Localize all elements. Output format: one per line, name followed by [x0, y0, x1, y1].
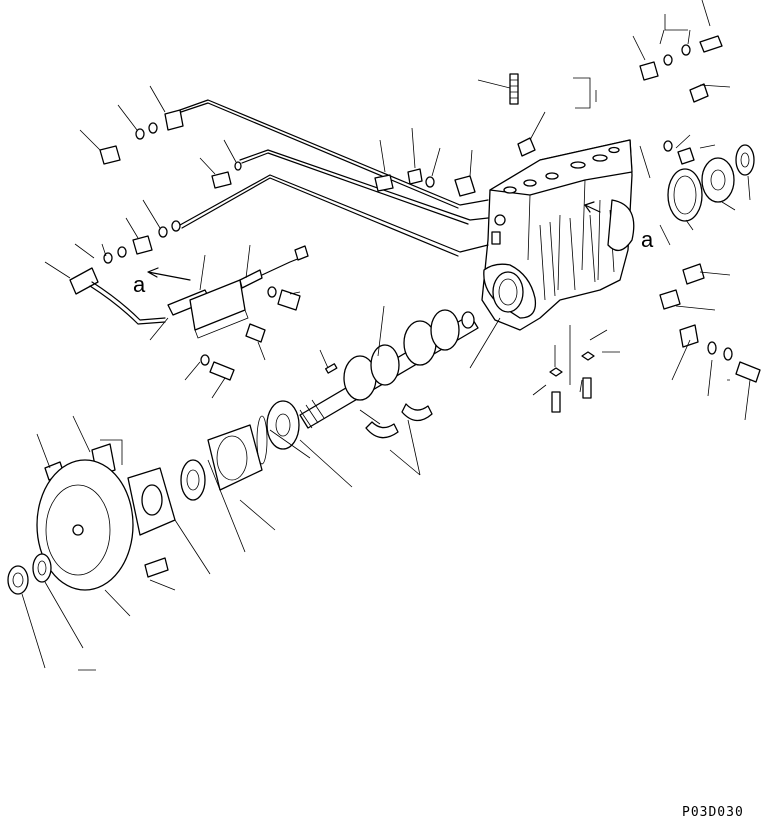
fuel-pipes	[177, 99, 489, 257]
drawing-code: P03D030	[682, 805, 744, 820]
left-fittings	[99, 109, 242, 264]
top-fasteners	[374, 35, 723, 197]
injection-pump-body: a	[481, 139, 654, 331]
leader-lines	[21, 0, 751, 671]
sensor-bracket-assembly: a	[69, 245, 309, 381]
view-label-left: a	[133, 272, 146, 297]
right-fasteners	[549, 263, 761, 413]
gear-and-seal	[667, 144, 755, 222]
view-label-right: a	[641, 227, 654, 252]
bearing-halves	[365, 403, 433, 439]
camshaft	[299, 309, 479, 429]
coupling-components	[7, 400, 300, 595]
